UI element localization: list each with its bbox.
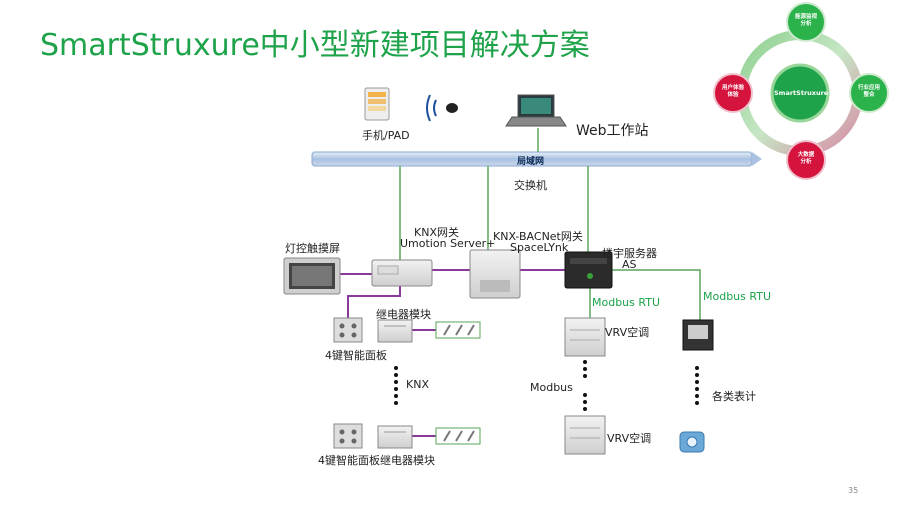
mobile-label: 手机/PAD	[362, 129, 410, 142]
vrv-label-1: VRV空调	[605, 326, 650, 339]
page-number: 35	[848, 486, 859, 495]
relay-label: 继电器模块	[376, 308, 431, 321]
modbus-dotted-line	[583, 360, 587, 411]
solution-ring	[713, 2, 889, 180]
switch-label: 交换机	[514, 179, 547, 192]
relay-module-device	[377, 319, 413, 343]
tablet-icon	[364, 87, 390, 121]
meters-label: 各类表计	[712, 390, 756, 403]
modbus-rtu-label-2: Modbus RTU	[703, 290, 771, 303]
lan-bar	[311, 151, 762, 167]
laptop-icon	[505, 94, 567, 127]
gateway-panel-knx-line	[347, 286, 401, 318]
meter-dotted-line	[695, 366, 699, 405]
panel-4key-label: 4键智能面板	[325, 349, 387, 362]
page-title: SmartStruxure中小型新建项目解决方案	[40, 28, 590, 63]
power-meter-device	[682, 319, 714, 351]
vrv-unit-1	[564, 317, 606, 357]
knx-gateway-label: KNX网关	[414, 226, 459, 239]
ring-right-label: 行业应用 整合	[857, 85, 880, 98]
modbus-rtu-label-1: Modbus RTU	[592, 296, 660, 309]
as-server-label: 楼宇服务器	[602, 247, 657, 260]
modbus-label: Modbus	[530, 381, 573, 394]
wifi-icon	[426, 94, 458, 122]
vrv-unit-2	[564, 415, 606, 455]
as-to-meter-line	[612, 269, 701, 320]
ring-top-node	[786, 2, 826, 42]
ring-center-node	[770, 63, 830, 123]
web-station-label: Web工作站	[576, 123, 649, 139]
ring-right-node	[849, 73, 889, 113]
bacnet-gateway-device	[469, 249, 521, 299]
as-label: AS	[622, 258, 637, 271]
touchscreen-label: 灯控触摸屏	[285, 242, 340, 255]
light-fixtures	[435, 321, 481, 339]
ring-center-label: SmartStruxure	[774, 89, 829, 97]
touchscreen-icon	[283, 257, 341, 295]
knx-bus-label: KNX	[406, 378, 429, 391]
ring-left-node	[713, 73, 753, 113]
relay-module-device-2	[377, 425, 413, 449]
knx-dotted-line	[394, 366, 398, 405]
lan-label: 局域网	[517, 157, 545, 167]
panel-4key-device	[333, 317, 363, 343]
as-server-device	[564, 251, 613, 289]
knx-gateway-device	[371, 259, 433, 287]
umotion-server-label: Umotion Server+	[400, 237, 496, 250]
ring-bottom-label: 大数据 分析	[797, 152, 815, 165]
ring-left-label: 用户体验 体验	[721, 85, 744, 98]
vrv-label-2: VRV空调	[607, 432, 652, 445]
ring-bottom-node	[786, 140, 826, 180]
panel-4key-device-2	[333, 423, 363, 449]
spacelynk-label: SpaceLYnk	[510, 241, 569, 254]
panel-relay-label: 4键智能面板继电器模块	[318, 454, 435, 467]
water-meter-icon	[679, 431, 705, 453]
light-fixtures-2	[435, 427, 481, 445]
ring-top-label: 能源监视 分析	[794, 14, 817, 27]
bacnet-gateway-label: KNX-BACNet网关	[493, 230, 583, 243]
